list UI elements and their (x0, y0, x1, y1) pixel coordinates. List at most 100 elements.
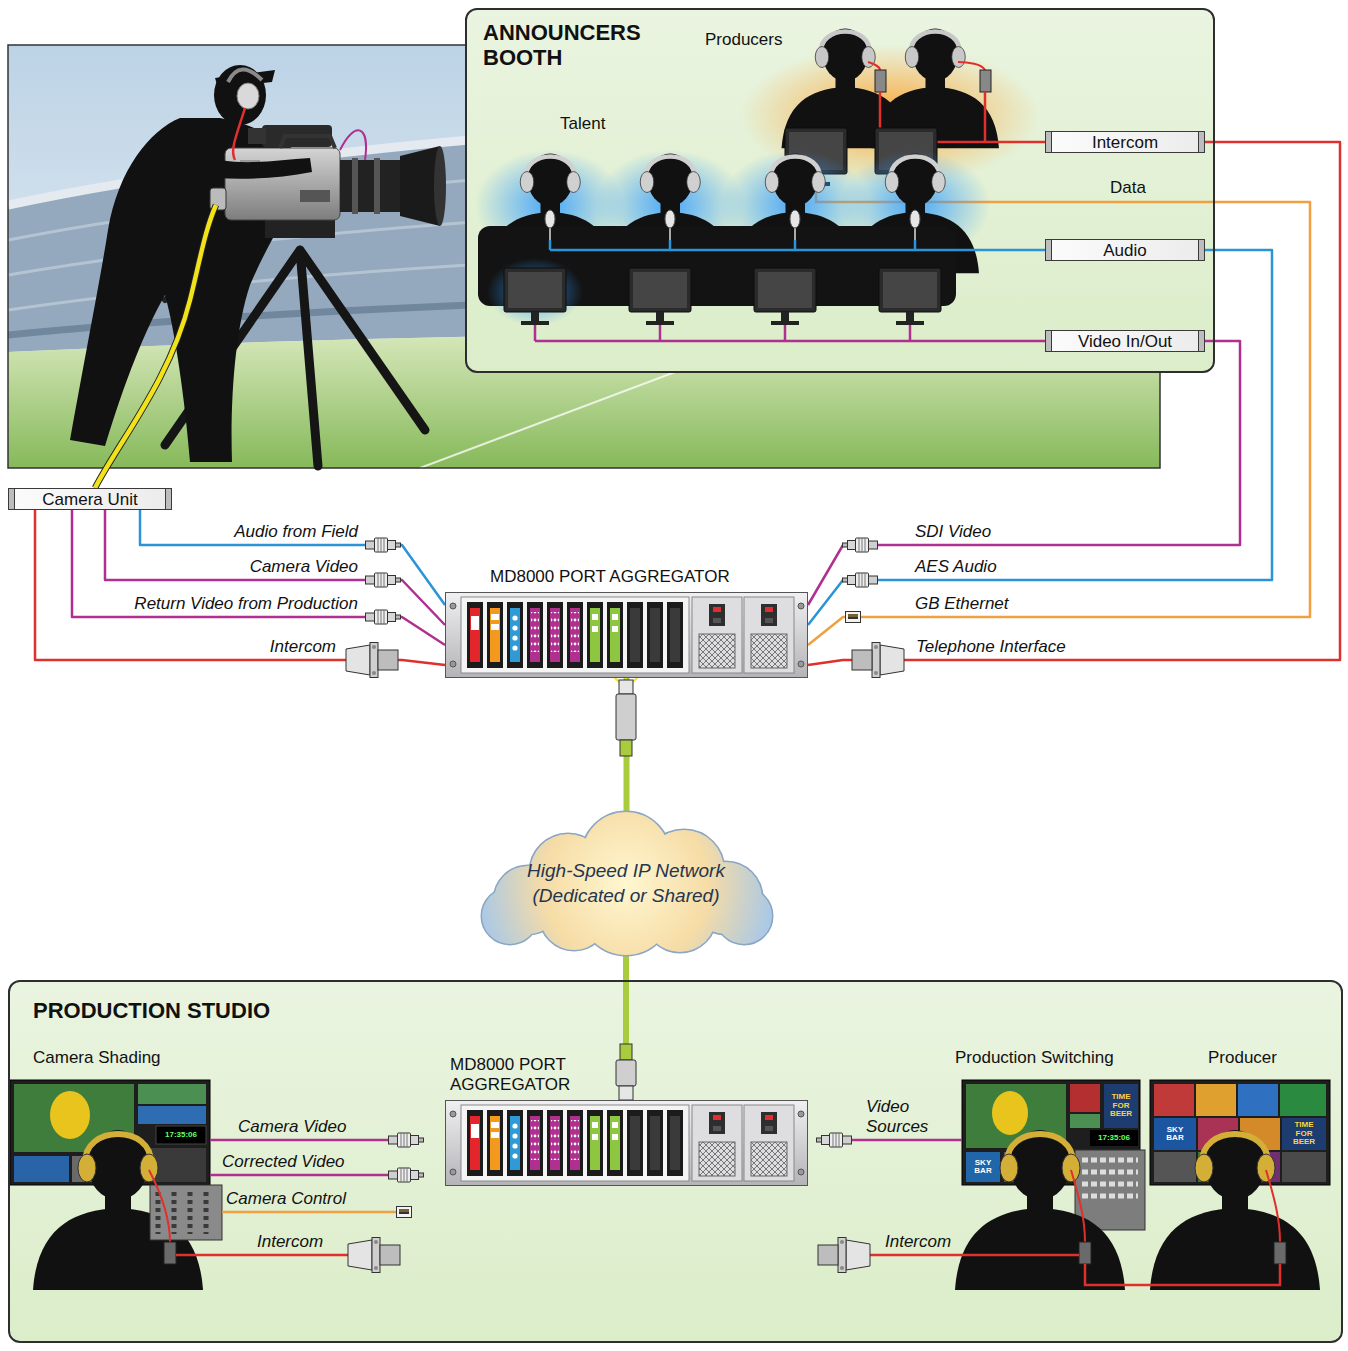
screen-text: SKY BAR (1166, 1126, 1183, 1143)
studio-illustration (1274, 1242, 1286, 1264)
camera-operator (248, 128, 266, 144)
studio-illustration (1266, 1170, 1280, 1242)
unit-label: Video In/Out (1078, 333, 1172, 350)
booth-panel: ANNOUNCERS BOOTHIntercomAudioVideo In/Ou… (465, 8, 1215, 373)
camera-operator (228, 69, 262, 82)
dsub-connector (348, 1238, 400, 1273)
ethernet-connector (397, 1207, 412, 1218)
group-label: Production Switching (955, 1048, 1114, 1068)
bnc-connector (366, 538, 401, 552)
studio-illustration (1075, 1150, 1145, 1230)
booth-illustration (531, 312, 539, 322)
rack-unit: Audio (1045, 239, 1205, 261)
camera-operator (237, 83, 259, 109)
signal-label: Intercom (270, 637, 336, 657)
studio-ground (10, 982, 1341, 1341)
studio-illustration (150, 1185, 222, 1240)
signal-label: Intercom (257, 1232, 323, 1252)
signal-label: Video Sources (866, 1097, 928, 1137)
signal-wire (35, 510, 445, 665)
booth-illustration (550, 228, 915, 240)
screen-text: 17:35:06 (165, 1131, 197, 1139)
cloud-label: High-Speed IP Network (Dedicated or Shar… (511, 859, 741, 908)
camera-operator (300, 190, 330, 202)
dsub-connector (852, 643, 904, 678)
port-aggregator: MD8000 PORT AGGREGATOR (445, 1100, 808, 1186)
studio-illustration (1282, 1118, 1326, 1150)
signal-wire (808, 341, 1240, 605)
camera-operator (215, 158, 312, 179)
camera-operator (340, 130, 366, 160)
camera-cable (95, 205, 216, 488)
camera-operator (70, 65, 446, 466)
signal-label: Camera Control (226, 1189, 346, 1209)
signal-label: SDI Video (915, 522, 991, 542)
studio-illustration (1082, 1160, 1138, 1196)
booth-illustration (656, 312, 664, 322)
camera-cable (95, 205, 216, 488)
group-label: Producers (705, 30, 782, 50)
studio-illustration (1238, 1084, 1278, 1116)
unit-label: Camera Unit (42, 491, 137, 508)
camera-operator (280, 136, 335, 148)
camera-operator (265, 220, 335, 238)
booth-illustration (754, 268, 816, 312)
signal-label: Camera Video (250, 557, 358, 577)
booth-illustration (629, 268, 691, 312)
booth-illustration (980, 70, 991, 92)
camera-operator (352, 158, 358, 214)
signal-label: Intercom (885, 1232, 951, 1252)
bnc-connector (366, 573, 401, 587)
signal-wire (808, 250, 1272, 625)
signal-wire (105, 510, 445, 625)
unit-label: Audio (1103, 242, 1146, 259)
fiber-plug (619, 680, 633, 694)
booth-illustration (508, 272, 562, 308)
port-aggregator: MD8000 PORT AGGREGATOR (445, 592, 808, 678)
signal-label: Corrected Video (222, 1152, 345, 1172)
bnc-connector (843, 573, 878, 587)
booth-illustration (868, 62, 985, 70)
studio-illustration (149, 1170, 170, 1242)
studio-illustration (1079, 1242, 1091, 1264)
camera-operator (340, 160, 400, 212)
dsub-connector (346, 643, 398, 678)
studio-illustration (222, 1211, 398, 1214)
cloud-fill (482, 888, 538, 944)
screen-text: TIME FOR BEER (1110, 1093, 1132, 1118)
rack-unit: Video In/Out (1045, 330, 1205, 352)
studio-illustration (1104, 1084, 1138, 1128)
booth-ground (467, 10, 1213, 371)
signal-wire (140, 510, 445, 605)
aggregator-chassis (445, 592, 808, 678)
studio-illustration (966, 1152, 1000, 1182)
dsub-connector (818, 1238, 870, 1273)
booth-illustration (771, 321, 799, 325)
signal-label: Return Video from Production (134, 594, 358, 614)
studio-illustration (50, 1091, 90, 1139)
studio-illustration (138, 1106, 206, 1124)
signal-label: AES Audio (915, 557, 997, 577)
studio-illustration (10, 1080, 1330, 1290)
screen-text: 17:35:06 (1098, 1134, 1130, 1142)
rack-unit: Intercom (1045, 131, 1205, 153)
ethernet-connector (397, 612, 861, 1218)
booth-illustration (550, 240, 1046, 250)
booth-illustration (545, 210, 555, 228)
studio-illustration (1070, 1114, 1100, 1128)
booth-illustration (883, 272, 937, 308)
studio-illustration (1071, 1170, 1085, 1242)
cloud-fill (482, 812, 772, 955)
network-cloud: High-Speed IP Network (Dedicated or Shar… (476, 812, 776, 955)
group-label: Camera Shading (33, 1048, 161, 1068)
screen-text: SKY BAR (974, 1159, 991, 1176)
bnc-connector (389, 1133, 424, 1147)
studio-illustration (210, 1140, 392, 1175)
studio-illustration (858, 1255, 1280, 1285)
studio-illustration (1090, 1130, 1138, 1146)
cloud-outline (482, 812, 772, 955)
studio-illustration (1154, 1118, 1196, 1150)
booth-illustration (790, 210, 800, 228)
cloud-outline (716, 888, 772, 944)
